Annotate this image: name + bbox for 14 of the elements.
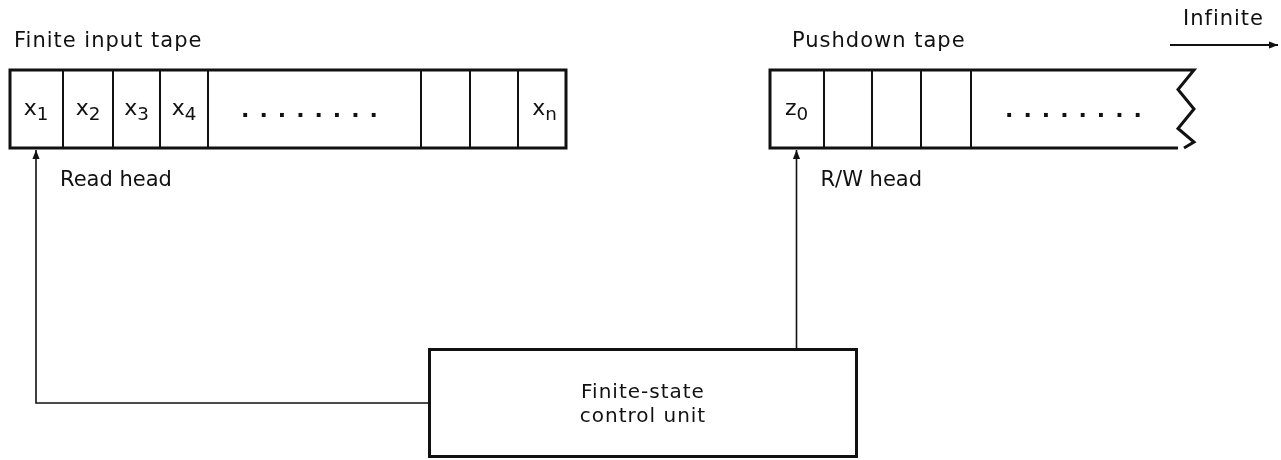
tape-cell: ........: [207, 70, 420, 149]
tape-cell: x$_{3}$: [112, 70, 159, 149]
tape-cell: x$_{n}$: [517, 70, 570, 149]
label-text: Infinite: [1183, 6, 1265, 30]
tape-cell: x$_{1}$: [10, 70, 62, 149]
tape-cell: x$_{2}$: [62, 70, 112, 149]
tape-cell: ........: [970, 70, 1185, 149]
arrow: [792, 149, 801, 349]
arrow: [32, 149, 429, 404]
tape-cell: x$_{4}$: [159, 70, 207, 149]
tape-heading: Pushdown tape: [792, 28, 966, 52]
tape-heading: Finite input tape: [14, 28, 203, 52]
control-box: Finite-state control unit: [428, 348, 858, 458]
tape-cell: z$_{0}$: [770, 70, 823, 149]
